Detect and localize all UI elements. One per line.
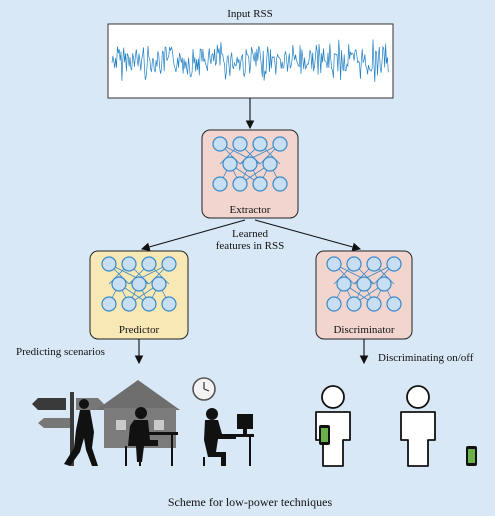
features-label-line2: features in RSS	[215, 240, 285, 252]
predictor-label: Predictor	[118, 324, 160, 336]
caption: Scheme for low-power techniques	[167, 495, 333, 509]
discriminator-label: Discriminator	[333, 324, 395, 336]
features-label-line1: Learned	[231, 228, 269, 240]
phone-icon	[466, 446, 477, 466]
arrow-extractor-predictor	[140, 219, 246, 252]
house-reader-icon	[96, 380, 180, 466]
input-rss-label: Input RSS	[227, 8, 273, 20]
signpost-walker-icon	[32, 392, 104, 466]
features-label: Learned features in RSS	[200, 228, 300, 252]
clock-icon	[192, 377, 216, 401]
rss-signal	[111, 39, 389, 83]
extractor-box	[201, 129, 299, 219]
discriminating-label: Discriminating on/off	[378, 352, 474, 364]
arrow-extractor-discriminator	[254, 219, 362, 252]
extractor-label: Extractor	[229, 204, 271, 216]
person-icon	[400, 385, 436, 467]
predicting-label: Predicting scenarios	[16, 346, 105, 358]
person-with-phone-icon	[315, 385, 351, 467]
computer-worker-icon	[203, 408, 254, 466]
